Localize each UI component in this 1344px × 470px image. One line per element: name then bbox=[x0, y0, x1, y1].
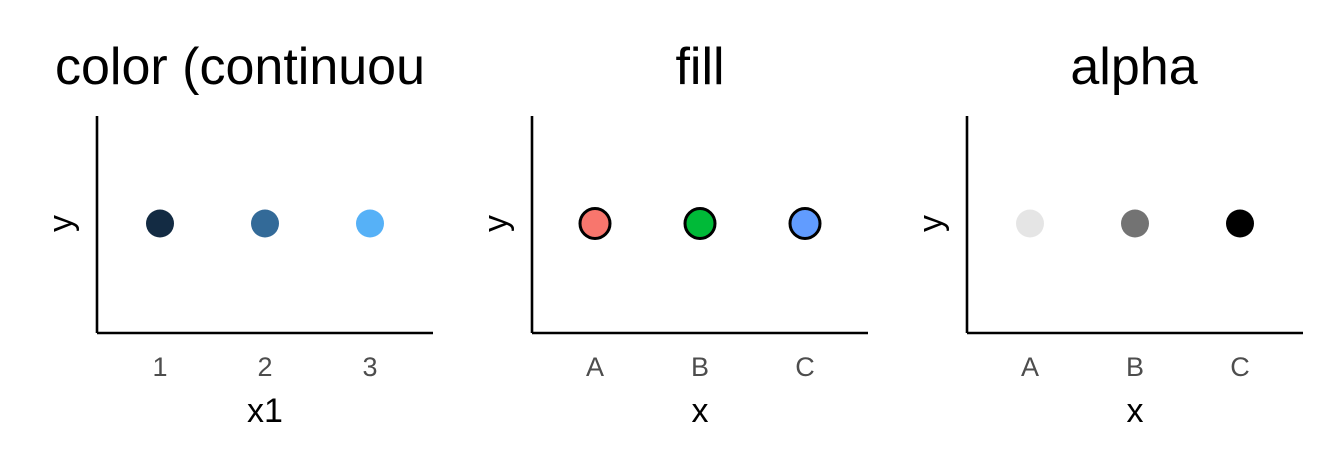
x-tick-label: C bbox=[795, 352, 815, 382]
x-tick-label: C bbox=[1230, 352, 1250, 382]
x-axis-title: x1 bbox=[247, 392, 283, 430]
x-tick-label: A bbox=[586, 352, 604, 382]
x-tick-label: 2 bbox=[257, 352, 272, 382]
y-axis-title: y bbox=[42, 215, 80, 232]
x-tick-label: A bbox=[1021, 352, 1039, 382]
x-axis-title: x bbox=[1127, 392, 1144, 430]
panel-title: alpha bbox=[1070, 38, 1197, 96]
data-point bbox=[788, 207, 822, 240]
data-point bbox=[146, 209, 174, 238]
data-point bbox=[356, 209, 384, 238]
data-point bbox=[251, 209, 279, 238]
data-point bbox=[1016, 209, 1044, 238]
data-point bbox=[1121, 209, 1149, 238]
panel-title: color (continuou bbox=[55, 38, 425, 96]
data-point bbox=[1226, 209, 1254, 238]
x-tick-label: B bbox=[1126, 352, 1144, 382]
data-point bbox=[578, 207, 612, 240]
x-tick-label: 3 bbox=[362, 352, 377, 382]
x-axis-title: x bbox=[692, 392, 709, 430]
y-axis-title: y bbox=[477, 215, 515, 232]
data-point bbox=[683, 207, 717, 240]
y-axis-title: y bbox=[912, 215, 950, 232]
panel-title: fill bbox=[675, 38, 724, 96]
x-tick-label: B bbox=[691, 352, 709, 382]
x-tick-label: 1 bbox=[152, 352, 167, 382]
